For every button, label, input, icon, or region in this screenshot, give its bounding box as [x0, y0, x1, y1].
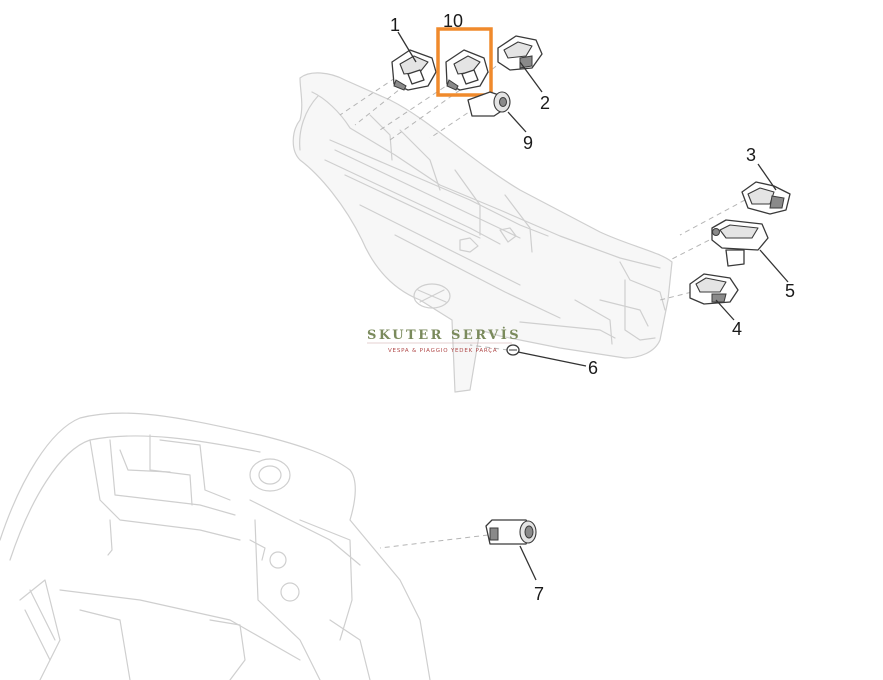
- part-2-switch[interactable]: [497, 35, 543, 71]
- part-4-switch[interactable]: [689, 273, 739, 305]
- watermark-subtitle: VESPA & PIAGGIO YEDEK PARÇA: [388, 348, 497, 354]
- highlight-box: [436, 27, 493, 97]
- callout-3: 3: [746, 145, 756, 165]
- part-6-screw[interactable]: [506, 344, 520, 356]
- glovebox-panel-outline: [0, 412, 431, 680]
- callout-9: 9: [523, 133, 533, 153]
- callout-6: 6: [588, 358, 598, 378]
- part-10-switch[interactable]: [445, 49, 489, 91]
- leader-lines: [397, 31, 789, 581]
- part-7-socket[interactable]: [485, 519, 537, 545]
- part-3-cover[interactable]: [741, 181, 791, 215]
- callout-5: 5: [785, 281, 795, 301]
- callout-2: 2: [540, 93, 550, 113]
- part-5-connector[interactable]: [711, 219, 769, 267]
- part-9-lamp[interactable]: [467, 91, 511, 117]
- part-1-switch[interactable]: [391, 49, 437, 91]
- callout-4: 4: [732, 319, 742, 339]
- watermark-title: SKUTER SERVİS: [367, 327, 521, 343]
- watermark: SKUTER SERVİS VESPA & PIAGGIO YEDEK PARÇ…: [367, 327, 521, 354]
- callout-10: 10: [443, 11, 463, 31]
- handlebar-cover-outline: [292, 72, 673, 393]
- callout-7: 7: [534, 584, 544, 604]
- callout-1: 1: [390, 15, 400, 35]
